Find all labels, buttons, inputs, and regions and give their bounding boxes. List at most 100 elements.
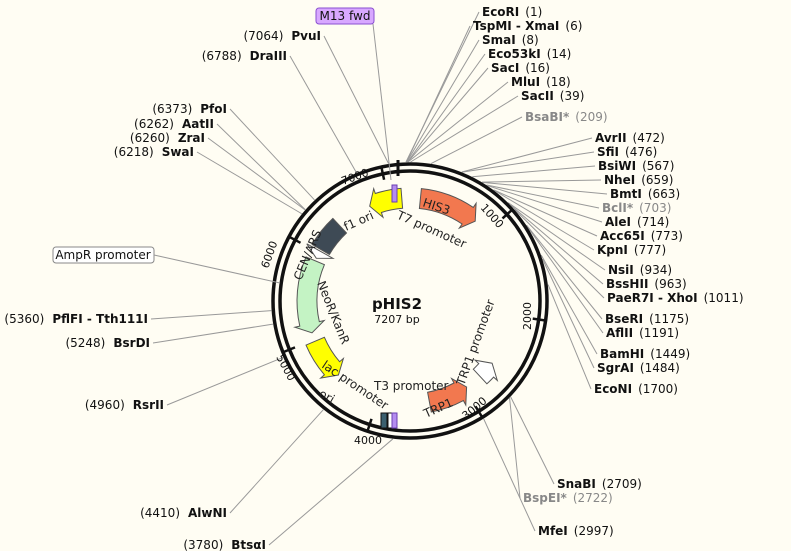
site-position: (7064) <box>243 29 283 43</box>
site-position: (476) <box>625 145 657 159</box>
site-connector <box>481 179 602 183</box>
site-label: TspMI - XmaI (6) <box>473 19 582 33</box>
feature-cen-ars[interactable] <box>311 217 348 256</box>
site-position: (18) <box>546 75 571 89</box>
tick-label-4000: 4000 <box>354 434 382 447</box>
feature-ori[interactable] <box>305 336 345 379</box>
backbone-outer-ring <box>271 162 549 440</box>
site-label: NsiI(934) <box>608 263 672 277</box>
site-connector <box>207 137 306 211</box>
site-connector <box>472 165 596 178</box>
site-connector <box>507 202 606 271</box>
site-position: (5248) <box>65 336 105 350</box>
site-label: (6218)SwaI <box>114 145 194 159</box>
backbone-inner-ring <box>278 169 542 433</box>
site-connector <box>152 323 274 344</box>
site-connector <box>166 356 284 406</box>
site-connector <box>462 151 595 173</box>
feature-trp1[interactable] <box>427 377 468 413</box>
site-name: AleI <box>605 215 631 229</box>
site-connector <box>486 184 600 209</box>
site-position: (3780) <box>183 538 223 551</box>
site-connector <box>487 185 603 223</box>
site-position: (6218) <box>114 145 154 159</box>
site-label: (7064)PvuI <box>243 29 321 43</box>
site-label: SfiI(476) <box>597 145 657 159</box>
tick-mark-5000 <box>283 346 296 354</box>
site-position: (6373) <box>152 102 192 116</box>
site-position: (16) <box>525 61 550 75</box>
feature-his3[interactable] <box>418 188 477 230</box>
site-label: PaeR7I - XhoI(1011) <box>607 291 744 305</box>
site-position: (777) <box>634 243 666 257</box>
site-name: BtsαI <box>231 538 266 551</box>
site-position: (1484) <box>640 361 680 375</box>
site-position: (663) <box>648 187 680 201</box>
site-name: NheI <box>604 173 635 187</box>
site-position: (1700) <box>638 382 678 396</box>
site-label: MluI (18) <box>511 75 571 89</box>
site-label: (6262)AatII <box>134 117 214 131</box>
site-name: EcoRI <box>482 5 519 19</box>
f1-ori-label: f1 ori <box>342 208 376 234</box>
feature-ampr-promoter[interactable] <box>306 243 335 259</box>
site-label: SacII(39) <box>521 89 584 103</box>
tick-mark-3000 <box>474 405 483 418</box>
site-position: (1191) <box>639 326 679 340</box>
primer-m13-fwd[interactable]: M13 fwd <box>315 7 375 25</box>
site-name: PaeR7I - XhoI <box>607 291 698 305</box>
site-connector <box>410 95 519 163</box>
site-position: (14) <box>547 47 572 61</box>
site-name: TspMI - XmaI <box>473 19 559 33</box>
site-position: (1449) <box>650 347 690 361</box>
site-connector <box>510 396 555 485</box>
site-connector <box>407 81 509 163</box>
site-connector <box>527 226 604 334</box>
site-connector <box>483 418 536 532</box>
ampr-promoter-callout[interactable]: AmpR promoter <box>52 246 155 264</box>
site-connector <box>540 254 598 355</box>
site-name: PfoI <box>200 102 227 116</box>
site-position: (659) <box>641 173 673 187</box>
site-name: RsrII <box>133 398 164 412</box>
site-label: BseRI(1175) <box>605 312 689 326</box>
site-position: (4410) <box>140 506 180 520</box>
site-label: (4410) AlwNI <box>140 506 227 520</box>
feature-neor-kanr[interactable] <box>293 256 326 334</box>
site-position: (6260) <box>130 131 170 145</box>
site-position: (567) <box>642 159 674 173</box>
site-name: AlwNI <box>188 506 227 520</box>
neor-kanr-label: NeoR/KanR <box>314 279 352 346</box>
tick-mark-4000 <box>366 418 373 431</box>
tick-mark-2000 <box>532 317 545 322</box>
site-label: SgrAI(1484) <box>597 361 680 375</box>
site-position: (963) <box>654 277 686 291</box>
site-connector <box>514 209 605 299</box>
plasmid-name: pHIS2 <box>372 295 422 313</box>
site-connector <box>289 55 357 173</box>
site-label: (4960)RsrII <box>85 398 164 412</box>
site-position: (2997) <box>574 524 614 538</box>
site-name: MluI <box>511 75 540 89</box>
site-name: PflFI - Tth111I <box>52 312 148 326</box>
site-connector <box>526 224 603 320</box>
site-label: MfeI(2997) <box>538 524 614 538</box>
site-label: AflII(1191) <box>606 326 679 340</box>
primer-label: M13 fwd <box>320 9 371 23</box>
tick-label-1000: 1000 <box>478 201 506 231</box>
tick-label-2000: 2000 <box>521 302 534 330</box>
tick-mark-7000 <box>380 167 386 180</box>
site-name: BamHI <box>600 347 644 361</box>
feature-trp1-promoter[interactable] <box>472 359 499 385</box>
restriction-site-labels: EcoRI(1)TspMI - XmaI(6)SmaI(8)Eco53kI(14… <box>4 5 743 551</box>
ori-label: ori <box>317 386 338 406</box>
site-label: (5248)BsrDI <box>65 336 150 350</box>
site-label: KpnI(777) <box>597 243 666 257</box>
site-position: (6) <box>565 19 582 33</box>
site-label: (6373) PfoI <box>152 102 227 116</box>
site-name: BsiWI <box>598 159 636 173</box>
site-name: Eco53kI <box>488 47 541 61</box>
site-position: (6262) <box>134 117 174 131</box>
feature-arrows <box>293 186 499 413</box>
